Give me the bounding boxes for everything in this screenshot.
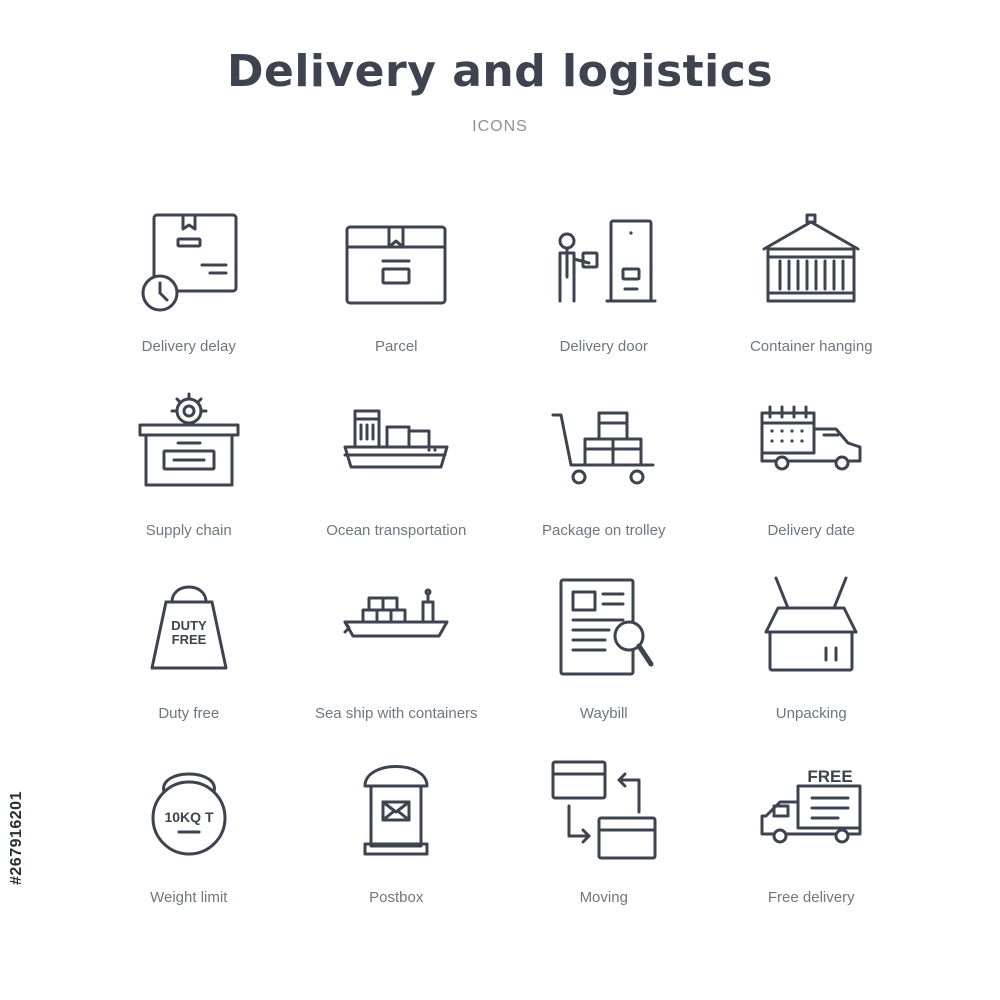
- icon-label: Weight limit: [150, 888, 228, 906]
- icon-label: Moving: [579, 888, 628, 906]
- icon-label: Delivery delay: [141, 338, 236, 355]
- weight-text: 10KQ T: [164, 809, 213, 825]
- icon-label: Postbox: [369, 888, 424, 906]
- courier-door-icon: [558, 219, 657, 303]
- page-title: Delivery and logistics: [226, 46, 774, 97]
- duty-free-bag-icon: DUTY FREE: [150, 585, 228, 670]
- icon-label: Free delivery: [767, 888, 855, 906]
- icon-label: Package on trolley: [542, 521, 666, 539]
- stock-id: #267916201: [8, 791, 25, 885]
- icon-label: Sea ship with containers: [314, 705, 478, 722]
- icon-label: Delivery door: [559, 338, 648, 355]
- icon-cell-postbox: Postbox: [293, 746, 501, 930]
- icon-cell-duty-free: DUTY FREE Duty free: [85, 562, 293, 746]
- icon-cell-supply-chain: Supply chain: [85, 379, 293, 563]
- trolley-boxes-icon: [551, 411, 655, 484]
- icon-cell-ocean-transportation: Ocean transportation: [293, 379, 501, 563]
- icon-cell-delivery-door: Delivery door: [500, 195, 708, 379]
- icon-label: Container hanging: [749, 338, 873, 355]
- calendar-truck-icon: [760, 405, 862, 470]
- free-truck-icon: FREE: [760, 767, 862, 843]
- container-ship-icon: [343, 588, 449, 638]
- icon-cell-delivery-date: Delivery date: [708, 379, 916, 563]
- duty-text: DUTY: [171, 618, 207, 633]
- free-text: FREE: [171, 632, 206, 647]
- icon-label: Ocean transportation: [326, 521, 467, 539]
- icon-cell-waybill: Waybill: [500, 562, 708, 746]
- icon-cell-weight-limit: 10KQ T Weight limit: [85, 746, 293, 930]
- free-badge-text: FREE: [808, 767, 853, 786]
- icon-label: Supply chain: [145, 521, 232, 539]
- icon-label: Unpacking: [775, 705, 847, 722]
- icon-cell-free-delivery: FREE Free delivery: [708, 746, 916, 930]
- icon-cell-package-on-trolley: Package on trolley: [500, 379, 708, 563]
- icon-label: Waybill: [579, 705, 628, 722]
- parcel-clock-icon: [141, 213, 238, 312]
- open-box-icon: [764, 576, 858, 672]
- icon-cell-unpacking: Unpacking: [708, 562, 916, 746]
- page-subtitle: ICONS: [472, 118, 528, 135]
- document-search-icon: [559, 578, 654, 676]
- kettlebell-icon: 10KQ T: [151, 772, 227, 855]
- icon-cell-container-hanging: Container hanging: [708, 195, 916, 379]
- icon-cell-parcel: Parcel: [293, 195, 501, 379]
- box-icon: [345, 225, 447, 305]
- hanging-container-icon: [762, 213, 860, 303]
- icon-label: Parcel: [374, 338, 418, 355]
- cargo-ship-icon: [343, 409, 449, 468]
- moving-boxes-icon: [551, 760, 657, 859]
- box-gear-icon: [138, 392, 240, 486]
- icon-cell-delivery-delay: Delivery delay: [85, 195, 293, 379]
- icon-cell-sea-ship: Sea ship with containers: [293, 562, 501, 746]
- icon-label: Duty free: [158, 705, 220, 722]
- icon-grid: Delivery delay Parcel Delivery do: [85, 195, 915, 929]
- postbox-icon: [363, 764, 429, 855]
- icon-label: Delivery date: [767, 521, 856, 539]
- icon-cell-moving: Moving: [500, 746, 708, 930]
